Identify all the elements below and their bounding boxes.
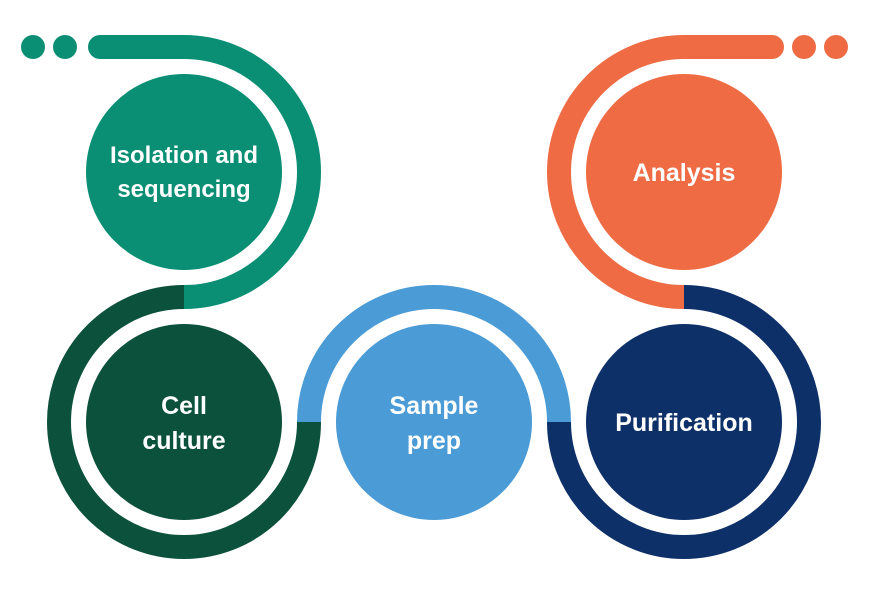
dot-left-2: [53, 35, 77, 59]
step-label-isolation-line2: sequencing: [117, 176, 250, 203]
track-isolation: [100, 35, 321, 309]
step-label-cell-culture-line1: Cell: [161, 392, 207, 420]
step-label-cell-culture-line2: culture: [142, 427, 225, 455]
dot-left-1: [21, 35, 45, 59]
track-cap-left: [88, 35, 112, 59]
step-circle-sample-prep: [336, 324, 532, 520]
track-purification: [547, 285, 822, 559]
step-label-purification: Purification: [615, 409, 753, 437]
track-sample-prep: [297, 285, 571, 423]
step-label-analysis: Analysis: [633, 159, 736, 187]
track-analysis: [547, 35, 772, 309]
dot-right-2: [824, 35, 848, 59]
step-circle-isolation: [86, 74, 282, 270]
dot-right-1: [792, 35, 816, 59]
step-circle-analysis: [586, 74, 782, 270]
step-label-sample-prep-line1: Sample: [390, 392, 479, 420]
step-circle-purification: [586, 324, 782, 520]
step-label-sample-prep-line2: prep: [407, 427, 461, 455]
step-label-isolation-line1: Isolation and: [110, 142, 258, 169]
step-circle-cell-culture: [86, 324, 282, 520]
track-cap-right: [760, 35, 784, 59]
track-cell-culture: [47, 285, 321, 560]
